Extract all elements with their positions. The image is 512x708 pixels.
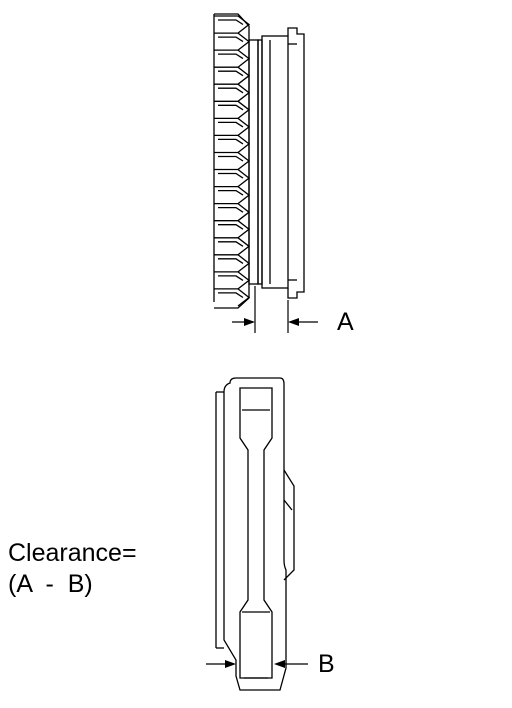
dimension-b <box>206 660 308 668</box>
hub-flange <box>287 27 305 299</box>
spline-tooth <box>214 49 251 68</box>
spline-tooth <box>214 185 251 205</box>
spline-tooth-group <box>214 15 251 307</box>
formula-line-2: (A - B) <box>8 570 93 598</box>
clearance-formula: Clearance= (A - B) <box>8 538 137 600</box>
spline-tooth <box>214 237 251 256</box>
plate-cross-section <box>215 377 295 691</box>
spline-tooth <box>214 32 251 51</box>
spline-tooth <box>214 168 251 188</box>
hub-band-3 <box>261 35 289 289</box>
dimension-label-a: A <box>337 308 354 336</box>
hub-spline-teeth <box>213 13 250 309</box>
spline-tooth <box>214 117 251 136</box>
plate-inner-slot <box>239 387 273 679</box>
spline-tooth <box>214 15 251 34</box>
spline-tooth <box>214 202 251 222</box>
arrow-head <box>225 660 236 668</box>
plate-right-lug <box>283 469 295 581</box>
splined-hub <box>213 13 305 309</box>
arrow-head <box>288 318 299 326</box>
dimension-a <box>232 286 318 333</box>
arrow-head <box>274 660 285 668</box>
lug-line <box>283 499 293 511</box>
plate-outline <box>223 377 287 691</box>
hub-band-1 <box>248 39 259 285</box>
spline-tooth <box>214 288 251 307</box>
spline-tooth <box>214 271 251 290</box>
spline-tooth <box>214 83 251 102</box>
arrow-head <box>244 318 255 326</box>
spline-tooth <box>214 66 251 85</box>
spline-tooth <box>214 134 251 154</box>
spline-tooth <box>214 151 251 171</box>
dimension-label-b: B <box>318 650 335 678</box>
formula-line-1: Clearance= <box>8 539 137 567</box>
spline-tooth <box>214 100 251 119</box>
spline-tooth <box>214 254 251 273</box>
spline-tooth <box>214 220 251 239</box>
